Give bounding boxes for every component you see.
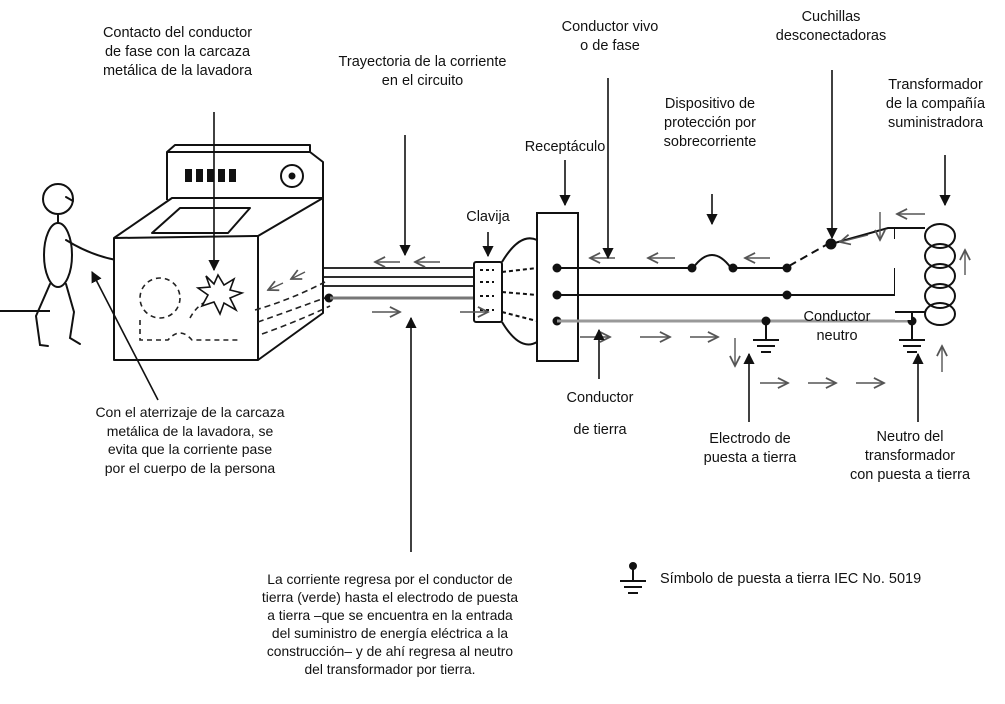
chassis-ground-terminal	[324, 293, 334, 303]
phase-conductor	[557, 254, 787, 269]
control-dial	[280, 164, 304, 188]
washing-machine	[113, 144, 324, 361]
disconnect-blades	[788, 227, 896, 267]
appliance-cord	[323, 267, 474, 300]
transformer-coils	[895, 223, 956, 326]
label-protection-device: Dispositivo de protección por sobrecorri…	[663, 96, 757, 150]
control-panel-buttons	[185, 169, 236, 182]
label-current-path: Trayectoria de la corriente en el circui…	[338, 54, 507, 89]
label-plug: Clavija	[466, 209, 510, 225]
ground-electrode-symbol	[753, 321, 779, 353]
label-ground-electrode: Electrodo de puesta a tierra	[703, 431, 797, 466]
fault-spark	[195, 273, 245, 317]
internal-current-path	[254, 281, 331, 335]
transformer-ground-symbol	[899, 321, 925, 353]
legend-ground-icon	[620, 562, 646, 594]
legend-ground-symbol-text: Símbolo de puesta a tierra IEC No. 5019	[660, 571, 922, 587]
label-ground-conductor: Conductor de tierra	[566, 390, 634, 438]
label-pointers	[91, 70, 951, 552]
internal-arrows	[268, 272, 306, 290]
label-grounding-note: Con el aterrizaje de la carcaza metálica…	[95, 404, 285, 476]
plug	[473, 237, 538, 346]
label-phase-contact: Contacto del conductor de fase con la ca…	[102, 25, 253, 79]
receptacle-box	[536, 212, 579, 362]
label-disconnect-blades: Cuchillas desconectadoras	[775, 9, 887, 44]
label-neutral-conductor: Conductor neutro	[803, 309, 871, 344]
label-return-path-note: La corriente regresa por el conductor de…	[261, 572, 519, 677]
person-figure	[34, 183, 124, 347]
label-transformer-neutral: Neutro del transformador con puesta a ti…	[849, 429, 971, 483]
label-receptacle: Receptáculo	[524, 139, 606, 155]
label-live-conductor: Conductor vivo o de fase	[561, 19, 659, 54]
neutral-conductor	[557, 268, 896, 296]
neutral-terminal	[782, 290, 792, 300]
label-transformer: Transformador de la compañía suministrad…	[885, 77, 986, 131]
